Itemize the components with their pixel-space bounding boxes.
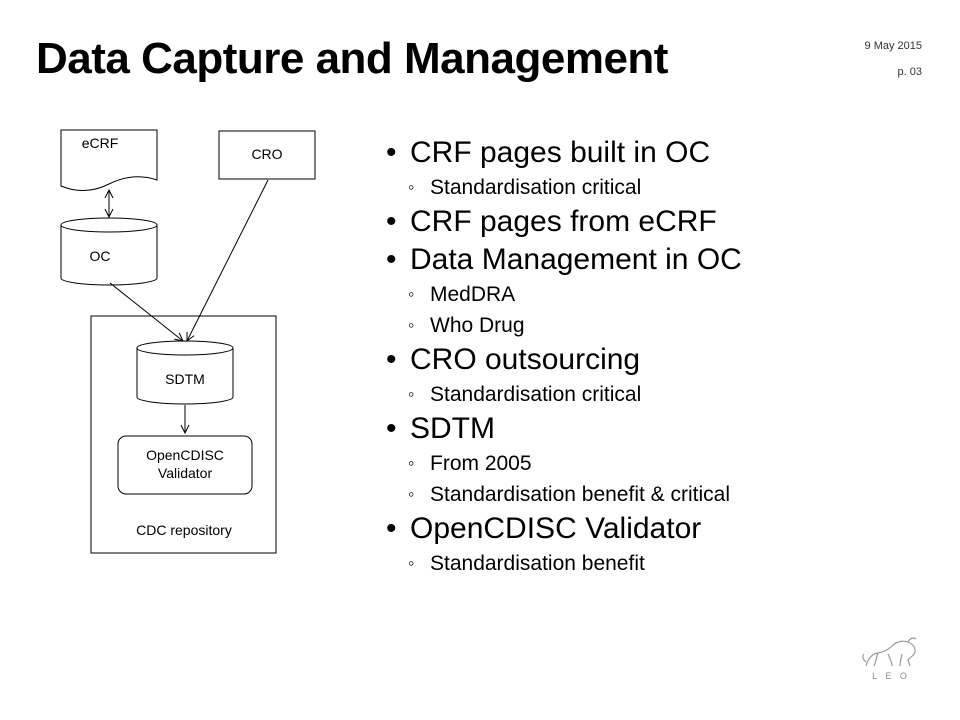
- oc-label: OC: [90, 248, 111, 264]
- lion-icon: [862, 637, 917, 667]
- bullet-item: •CRF pages built in OC: [386, 136, 711, 169]
- bullet-item: •CRF pages from eCRF: [386, 205, 717, 238]
- bullet-item: •OpenCDISC Validator: [386, 512, 702, 545]
- cdc-repository-box: [90, 315, 277, 554]
- sub-bullet-item: ◦Standardisation critical: [408, 176, 642, 199]
- cro-label: CRO: [251, 146, 282, 162]
- ecrf-document-shape: [60, 129, 158, 191]
- ecrf-label: eCRF: [82, 135, 119, 151]
- cdc-repository-label: CDC repository: [136, 522, 232, 538]
- validator-label-line1: OpenCDISC: [146, 447, 224, 463]
- arrow-cro-sdtm: [187, 179, 269, 341]
- bullet-item: •CRO outsourcing: [386, 343, 641, 376]
- sdtm-database-shape: [136, 340, 234, 405]
- data-flow-diagram: CDC repository eCRF CRO OC SDTM OpenCDIS…: [60, 129, 316, 554]
- sub-bullet-item: ◦Standardisation benefit: [408, 552, 645, 575]
- sub-bullet-item: ◦Who Drug: [408, 314, 525, 337]
- sub-bullet-item: ◦Standardisation critical: [408, 383, 642, 406]
- validator-label-line2: Validator: [158, 465, 213, 481]
- sub-bullet-item: ◦From 2005: [408, 452, 532, 475]
- arrow-oc-sdtm: [109, 282, 183, 341]
- bullet-item: •Data Management in OC: [386, 243, 742, 276]
- validator-box: [117, 435, 253, 495]
- bullet-list: •CRF pages built in OC ◦Standardisation …: [386, 134, 926, 579]
- sdtm-label: SDTM: [165, 371, 205, 387]
- slide-title: Data Capture and Management: [36, 34, 668, 83]
- sub-bullet-item: ◦Standardisation benefit & critical: [408, 483, 730, 506]
- bullet-item: •SDTM: [386, 412, 495, 445]
- sub-bullet-item: ◦MedDRA: [408, 283, 516, 306]
- slide-page-number: p. 03: [897, 66, 922, 78]
- oc-database-shape: [60, 217, 158, 286]
- cro-box: [218, 130, 316, 180]
- leo-logo: L E O: [862, 637, 917, 681]
- leo-logo-text: L E O: [872, 671, 910, 681]
- slide-date: 9 May 2015: [864, 40, 922, 52]
